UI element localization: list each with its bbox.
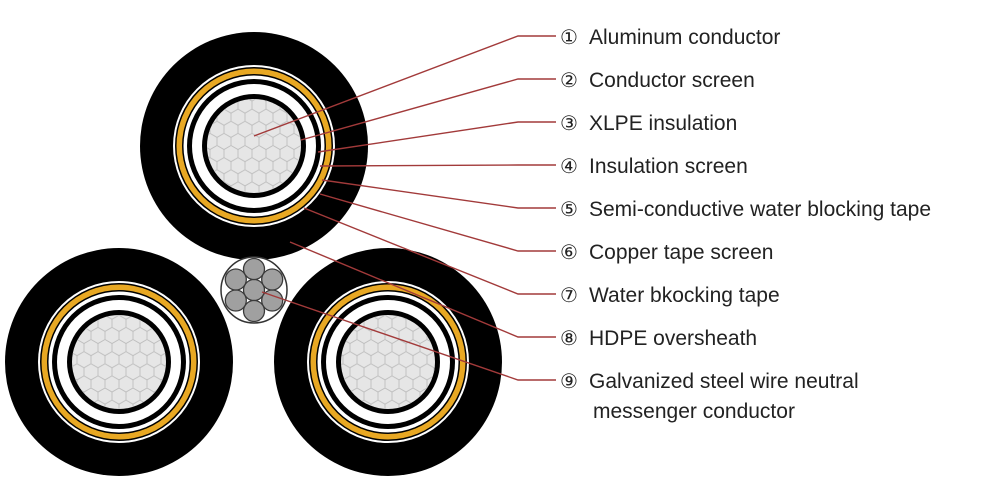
- label-text: Insulation screen: [589, 155, 748, 178]
- label-number: ⑤: [560, 197, 578, 221]
- label-text: Water bkocking tape: [589, 284, 780, 307]
- component-label-6: ⑥ Copper tape screen: [560, 240, 773, 264]
- label-text-line2: messenger conductor: [593, 400, 795, 423]
- label-number: ②: [560, 68, 578, 92]
- steel-wire: [242, 257, 266, 281]
- label-text: Aluminum conductor: [589, 26, 780, 49]
- steel-wire: [224, 289, 247, 312]
- component-label-7: ⑦ Water bkocking tape: [560, 283, 780, 307]
- component-label-2: ② Conductor screen: [560, 68, 755, 92]
- label-number: ⑦: [560, 283, 578, 307]
- leader-line-7: [303, 207, 556, 295]
- leader-line-8: [289, 241, 556, 338]
- label-text: Semi-conductive water blocking tape: [589, 198, 931, 221]
- component-label-9: ⑨ Galvanized steel wire neutral messenge…: [560, 369, 859, 423]
- steel-wire: [224, 268, 247, 291]
- label-text: HDPE oversheath: [589, 327, 757, 350]
- component-label-8: ⑧ HDPE oversheath: [560, 326, 757, 350]
- component-label-1: ① Aluminum conductor: [560, 25, 780, 49]
- conductor-strands: [72, 315, 166, 409]
- component-label-3: ③ XLPE insulation: [560, 111, 737, 135]
- label-number: ⑥: [560, 240, 578, 264]
- leader-line-3: [317, 121, 556, 153]
- label-text: Galvanized steel wire neutral: [589, 370, 859, 393]
- steel-wire: [261, 268, 284, 291]
- component-label-5: ⑤ Semi-conductive water blocking tape: [560, 197, 931, 221]
- leader-line-5: [321, 179, 556, 209]
- label-text: Conductor screen: [589, 69, 755, 92]
- core-right: [274, 248, 502, 476]
- label-number: ⑨: [560, 369, 578, 393]
- conductor-strands: [341, 315, 435, 409]
- conductor-strands: [207, 99, 301, 193]
- steel-wire: [242, 278, 266, 302]
- leader-line-6: [319, 193, 556, 252]
- leader-line-2: [300, 78, 556, 141]
- label-number: ⑧: [560, 326, 578, 350]
- label-number: ④: [560, 154, 578, 178]
- leader-line-1: [253, 35, 556, 137]
- cable-cores: [5, 32, 502, 476]
- label-text: XLPE insulation: [589, 112, 737, 135]
- label-number: ③: [560, 111, 578, 135]
- component-label-4: ④ Insulation screen: [560, 154, 748, 178]
- core-top: [140, 32, 368, 260]
- messenger-conductor: [220, 256, 288, 324]
- leader-lines: [253, 35, 556, 381]
- leader-line-4: [319, 164, 556, 167]
- label-number: ①: [560, 25, 578, 49]
- core-left: [5, 248, 233, 476]
- leader-line-9: [261, 291, 556, 381]
- label-text: Copper tape screen: [589, 241, 773, 264]
- steel-wire: [242, 299, 266, 323]
